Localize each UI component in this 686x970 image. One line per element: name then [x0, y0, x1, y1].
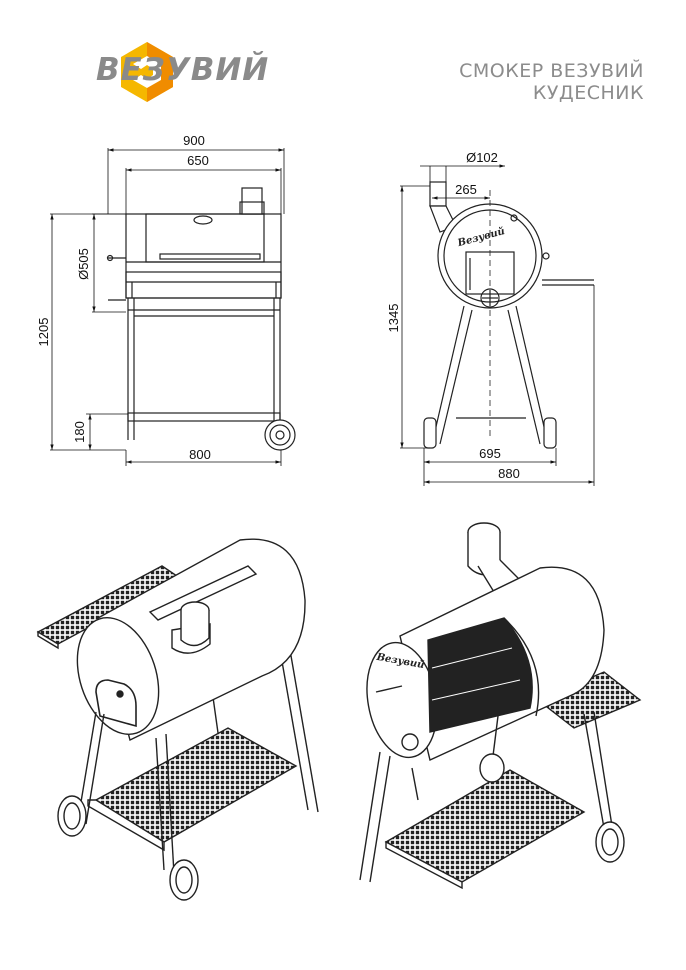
- dim-side-base-width: 695: [479, 446, 501, 461]
- side-view: [423, 181, 594, 449]
- dim-side-total-width: 880: [498, 466, 520, 481]
- dim-chimney-diameter: Ø102: [466, 150, 498, 165]
- front-view: [106, 187, 296, 451]
- title-line-1: СМОКЕР ВЕЗУВИЙ: [459, 60, 644, 82]
- brand-name: ВЕЗУВИЙ: [96, 52, 270, 88]
- dim-shelf-height: 180: [72, 421, 87, 443]
- dim-height: 1205: [36, 318, 51, 347]
- page-title: СМОКЕР ВЕЗУВИЙ КУДЕСНИК: [459, 60, 644, 104]
- iso-right-view: [359, 522, 642, 890]
- iso-left-view: [36, 538, 319, 901]
- dim-diameter: Ø505: [76, 248, 91, 280]
- brand-logo-icon: [121, 42, 173, 102]
- front-view-dimensions: [50, 148, 285, 466]
- dim-barrel-width: 650: [187, 153, 209, 168]
- dim-chimney-offset: 265: [455, 182, 477, 197]
- dim-side-height: 1345: [386, 304, 401, 333]
- title-line-2: КУДЕСНИК: [532, 82, 644, 104]
- dim-base-width: 800: [189, 447, 211, 462]
- side-view-dimensions: [400, 164, 595, 486]
- dim-total-width: 900: [183, 133, 205, 148]
